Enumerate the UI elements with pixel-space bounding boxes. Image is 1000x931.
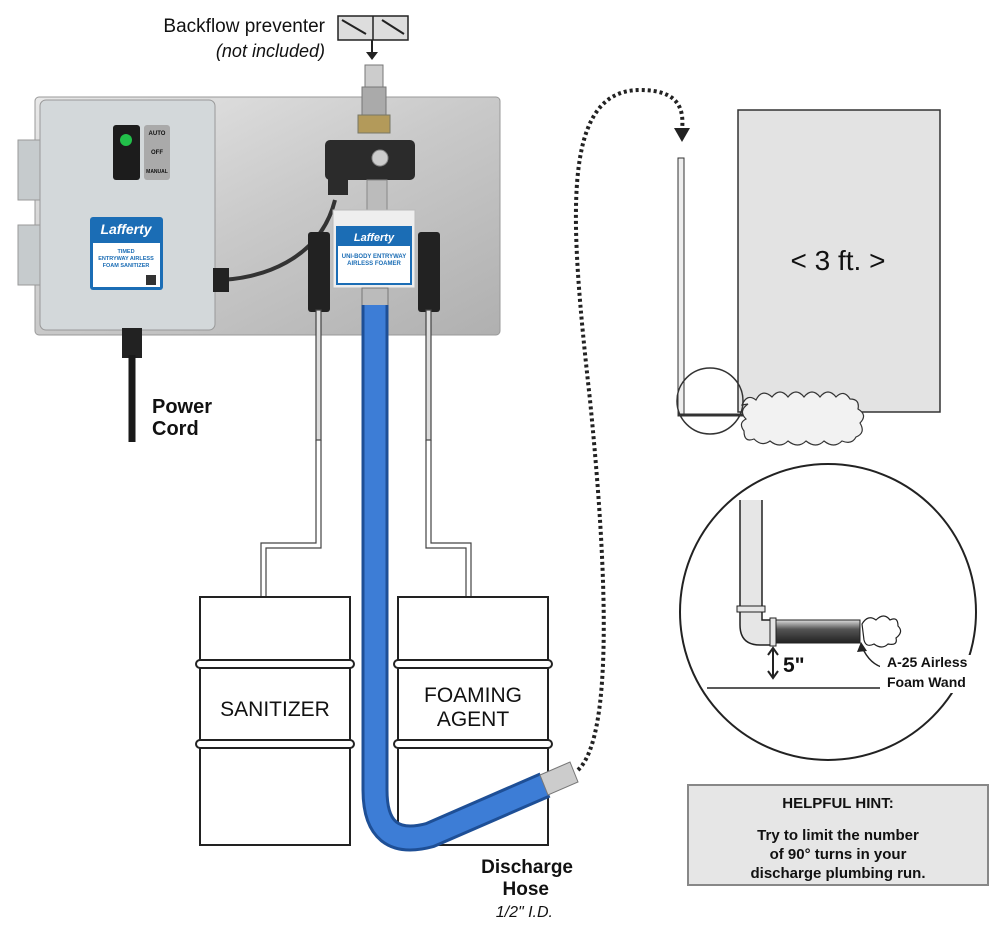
wall-distance-label: < 3 ft. > <box>791 245 886 276</box>
height-arrow-icon <box>767 646 779 680</box>
wand-label-2: Foam Wand <box>887 674 966 690</box>
solenoid-valve <box>325 140 415 211</box>
svg-text:Lafferty: Lafferty <box>354 232 395 244</box>
power-cord-label: Power <box>152 396 212 418</box>
svg-text:TIMED: TIMED <box>117 249 134 255</box>
cord-strain-relief <box>122 328 142 358</box>
discharge-hose-size: 1/2" I.D. <box>496 904 553 921</box>
drum-sanitizer <box>195 596 355 846</box>
svg-text:FOAM SANITIZER: FOAM SANITIZER <box>103 263 150 269</box>
hint-line-1: Try to limit the number <box>757 827 919 844</box>
svg-text:ENTRYWAY AIRLESS: ENTRYWAY AIRLESS <box>98 256 154 262</box>
switch-auto: AUTO <box>149 131 166 137</box>
foam-icon <box>740 391 865 446</box>
discharge-hose-label: Discharge <box>481 857 573 878</box>
foamer-label: Lafferty UNI-BODY ENTRYWAY AIRLESS FOAME… <box>332 209 416 289</box>
hint-line-2: of 90° turns in your <box>770 846 907 863</box>
svg-text:Lafferty: Lafferty <box>100 221 152 237</box>
wall <box>737 109 941 413</box>
svg-text:AIRLESS FOAMER: AIRLESS FOAMER <box>347 261 401 267</box>
foam-wand-icon <box>775 619 861 644</box>
height-label: 5" <box>783 654 805 677</box>
drum-sanitizer-label: SANITIZER <box>220 698 330 721</box>
discharge-hose-label-2: Hose <box>503 879 549 900</box>
switch-light-icon <box>120 134 132 146</box>
control-label: Lafferty TIMED ENTRYWAY AIRLESS FOAM SAN… <box>90 217 163 290</box>
drum-foaming-label-1: FOAMING <box>424 684 522 707</box>
qr-code-icon <box>146 275 156 285</box>
hint-title: HELPFUL HINT: <box>782 795 893 812</box>
detail-view <box>679 463 977 761</box>
backflow-label: Backflow preventer <box>163 16 325 37</box>
drum-foaming-label-2: AGENT <box>437 708 510 731</box>
detail-callout-circle <box>676 367 744 435</box>
helpful-hint-box <box>687 784 989 886</box>
svg-text:UNI-BODY ENTRYWAY: UNI-BODY ENTRYWAY <box>342 254 406 260</box>
backflow-note: (not included) <box>216 41 325 61</box>
pickup-tubes <box>260 309 472 597</box>
backflow-preventer-icon <box>337 15 409 60</box>
hint-line-3: discharge plumbing run. <box>750 865 925 882</box>
inlet-fitting <box>357 64 391 134</box>
plumbing-run-dotted <box>573 87 685 772</box>
discharge-hose <box>361 287 579 852</box>
switch-off: OFF <box>151 150 163 156</box>
switch-manual: MANUAL <box>146 169 168 175</box>
power-switch[interactable] <box>113 125 140 180</box>
power-cord-label-2: Cord <box>152 418 199 440</box>
wand-label: A-25 Airless <box>887 654 968 670</box>
